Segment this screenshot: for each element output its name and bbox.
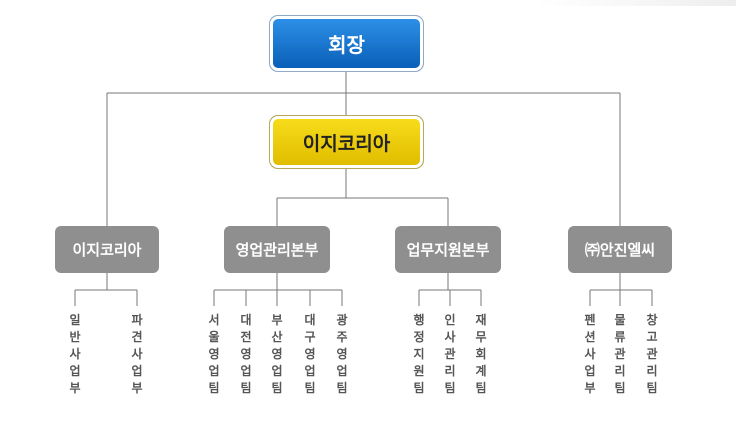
team-hr-management: 인 사 관 리 팀 <box>444 313 456 395</box>
team-general-business: 일 반 사 업 부 <box>69 313 81 395</box>
company-box: 이지코리아 <box>269 115 424 169</box>
division-anjin-lc: ㈜안진엘씨 <box>568 226 672 273</box>
chairman-box: 회장 <box>269 15 424 72</box>
team-warehouse-management: 창 고 관 리 팀 <box>646 313 658 395</box>
team-pension-business: 펜 션 사 업 부 <box>584 313 596 395</box>
team-finance-accounting: 재 무 회 계 팀 <box>475 313 487 395</box>
team-dispatch-business: 파 견 사 업 부 <box>131 313 143 395</box>
team-daegu-sales: 대 구 영 업 팀 <box>304 313 316 395</box>
team-seoul-sales: 서 울 영 업 팀 <box>208 313 220 395</box>
division-business-support: 업무지원본부 <box>395 226 501 273</box>
team-gwangju-sales: 광 주 영 업 팀 <box>336 313 348 395</box>
team-daejeon-sales: 대 전 영 업 팀 <box>240 313 252 395</box>
division-ezkorea: 이지코리아 <box>55 226 159 273</box>
team-busan-sales: 부 산 영 업 팀 <box>271 313 283 395</box>
team-logistics-management: 물 류 관 리 팀 <box>614 313 626 395</box>
top-shade <box>536 0 736 6</box>
team-admin-support: 행 정 지 원 팀 <box>413 313 425 395</box>
division-sales-management: 영업관리본부 <box>224 226 330 273</box>
